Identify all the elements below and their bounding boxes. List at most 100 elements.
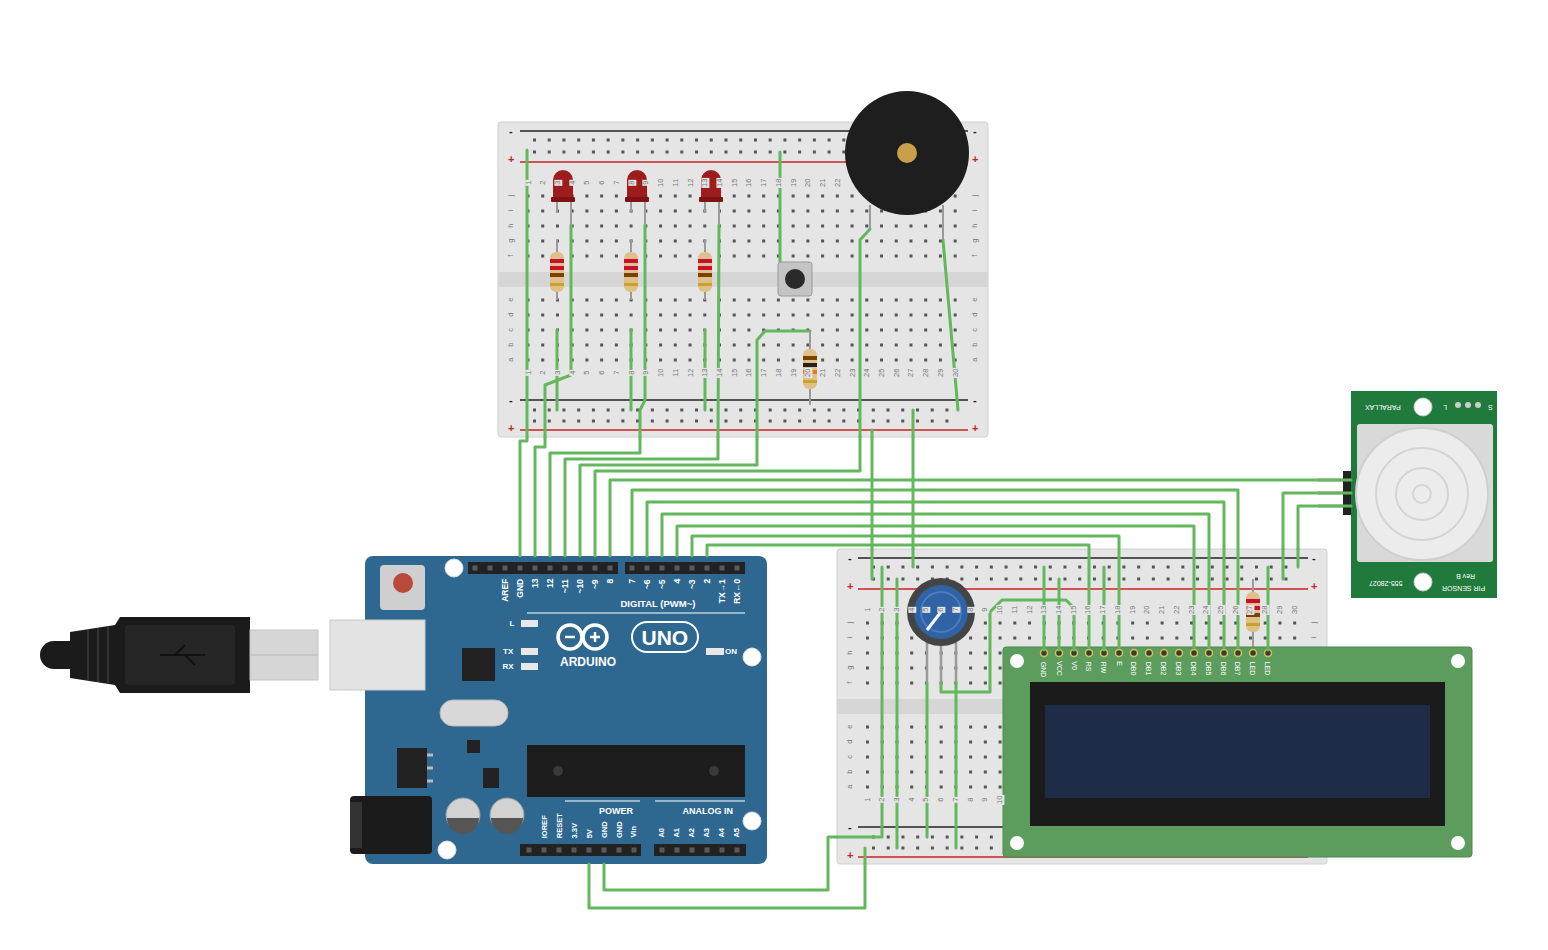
breadboard-number: 23	[849, 368, 857, 378]
lcd-module	[1235, 650, 1242, 657]
breadboard-number: 8	[628, 180, 636, 186]
breadboard-row-letter: h	[507, 223, 515, 229]
lcd-module	[1116, 650, 1123, 657]
arduino-board	[520, 844, 641, 856]
breadboard-number: 7	[613, 180, 621, 186]
resistor-symbol	[550, 266, 564, 270]
brand-name: ARDUINO	[560, 656, 616, 668]
breadboard-number: 12	[1026, 605, 1034, 615]
resistor-symbol	[698, 252, 712, 292]
rail-sign: -	[508, 395, 514, 406]
pin-label: 12	[546, 579, 555, 588]
board-label: 555-28027	[1369, 580, 1402, 587]
resistor-symbol	[624, 273, 638, 277]
breadboard-number: 21	[1159, 605, 1167, 615]
breadboard-number: 10	[996, 605, 1004, 615]
arduino-board	[468, 562, 618, 574]
breadboard-row-letter: g	[507, 238, 515, 244]
usb-cable	[87, 630, 89, 680]
arduino-board	[393, 573, 413, 593]
wire	[565, 437, 718, 556]
breadboard-row-letter: e	[507, 297, 515, 303]
arduino-board	[427, 780, 433, 783]
breadboard-row-letter: b	[507, 342, 515, 348]
lcd-module	[1146, 650, 1153, 657]
arduino-board	[462, 648, 495, 681]
jumper-wire	[1297, 549, 1300, 567]
breadboard-row-letter: h	[846, 650, 854, 656]
piezo-buzzer	[942, 205, 944, 240]
arduino-board	[438, 841, 456, 859]
pir-sensor: PARALLAXLSPIR SENSOR555-28027Rev B	[1351, 391, 1497, 598]
pin-label: A5	[733, 828, 741, 838]
resistor-symbol	[1246, 599, 1260, 603]
arduino-board	[632, 622, 698, 652]
breadboard-number: 24	[1203, 605, 1211, 615]
lcd-module	[1086, 650, 1093, 657]
arduino-board	[397, 748, 427, 788]
wire	[677, 526, 1194, 647]
breadboard-row-letter: a	[971, 357, 979, 363]
breadboard-number: 7	[952, 797, 960, 803]
breadboard-number: 14	[1055, 605, 1063, 615]
breadboard-row-letter: f	[846, 681, 854, 685]
pin-label: ~9	[591, 579, 600, 589]
lcd-module	[1161, 650, 1168, 657]
usb-cable	[125, 625, 235, 685]
wire	[871, 437, 874, 549]
jumper-wire	[545, 225, 571, 437]
potentiometer	[940, 640, 943, 683]
breadboard-row-letter: i	[1310, 636, 1318, 640]
led-label: RX	[503, 663, 514, 671]
resistor-symbol	[550, 259, 564, 263]
pir-sensor	[1414, 573, 1432, 591]
rail-sign: +	[971, 423, 979, 434]
lcd-module	[1010, 654, 1024, 668]
piezo-buzzer	[845, 91, 969, 240]
arduino-board	[625, 562, 745, 574]
pin-label: DB5	[1205, 661, 1212, 675]
breadboard-row-letter: e	[846, 724, 854, 730]
breadboard-number: 29	[937, 368, 945, 378]
arduino-board	[491, 818, 523, 834]
wire	[604, 837, 837, 890]
pin-label: GND	[1040, 661, 1047, 677]
breadboard-number: 8	[628, 370, 636, 376]
breadboard-number: 21	[820, 368, 828, 378]
pir-sensor	[1357, 424, 1493, 562]
breadboard-number: 28	[923, 368, 931, 378]
pir-sensor	[1356, 428, 1488, 560]
breadboard: 1234567891011121314151617181920212212345…	[498, 122, 988, 437]
arduino-board	[558, 625, 582, 649]
resistor-symbol	[1246, 592, 1260, 632]
breadboard-row-letter: e	[971, 297, 979, 303]
potentiometer	[914, 585, 968, 639]
jumper-wire	[837, 549, 1298, 864]
breadboard-row-letter: j	[971, 194, 979, 198]
breadboard-number: 9	[643, 180, 651, 186]
wire	[632, 490, 1238, 647]
breadboard-number: 11	[672, 178, 680, 188]
breadboard-number: 6	[598, 180, 606, 186]
breadboard-row-letter: i	[971, 209, 979, 213]
breadboard-number: 13	[1041, 605, 1049, 615]
arduino-board	[467, 740, 480, 753]
rail-sign: +	[846, 850, 854, 861]
lcd-module: GNDVCCV0RSRWEDB0DB1DB2DB3DB4DB5DB6DB7LED…	[1003, 647, 1472, 857]
rail-sign: +	[846, 581, 854, 592]
breadboard-row-letter: j	[507, 194, 515, 198]
pin-label: A2	[688, 828, 696, 838]
jumper-wire	[943, 240, 958, 410]
section-label: ANALOG IN	[683, 807, 734, 816]
breadboard-number: 9	[982, 797, 990, 803]
breadboard: 1234567891011121314151617181920212223242…	[837, 549, 1327, 864]
pin-label: 4	[673, 579, 682, 584]
wire	[520, 437, 527, 556]
jumper-wire	[718, 225, 719, 437]
breadboard-row-letter: b	[846, 769, 854, 775]
breadboard-holes	[527, 314, 961, 317]
push-button	[785, 269, 805, 289]
